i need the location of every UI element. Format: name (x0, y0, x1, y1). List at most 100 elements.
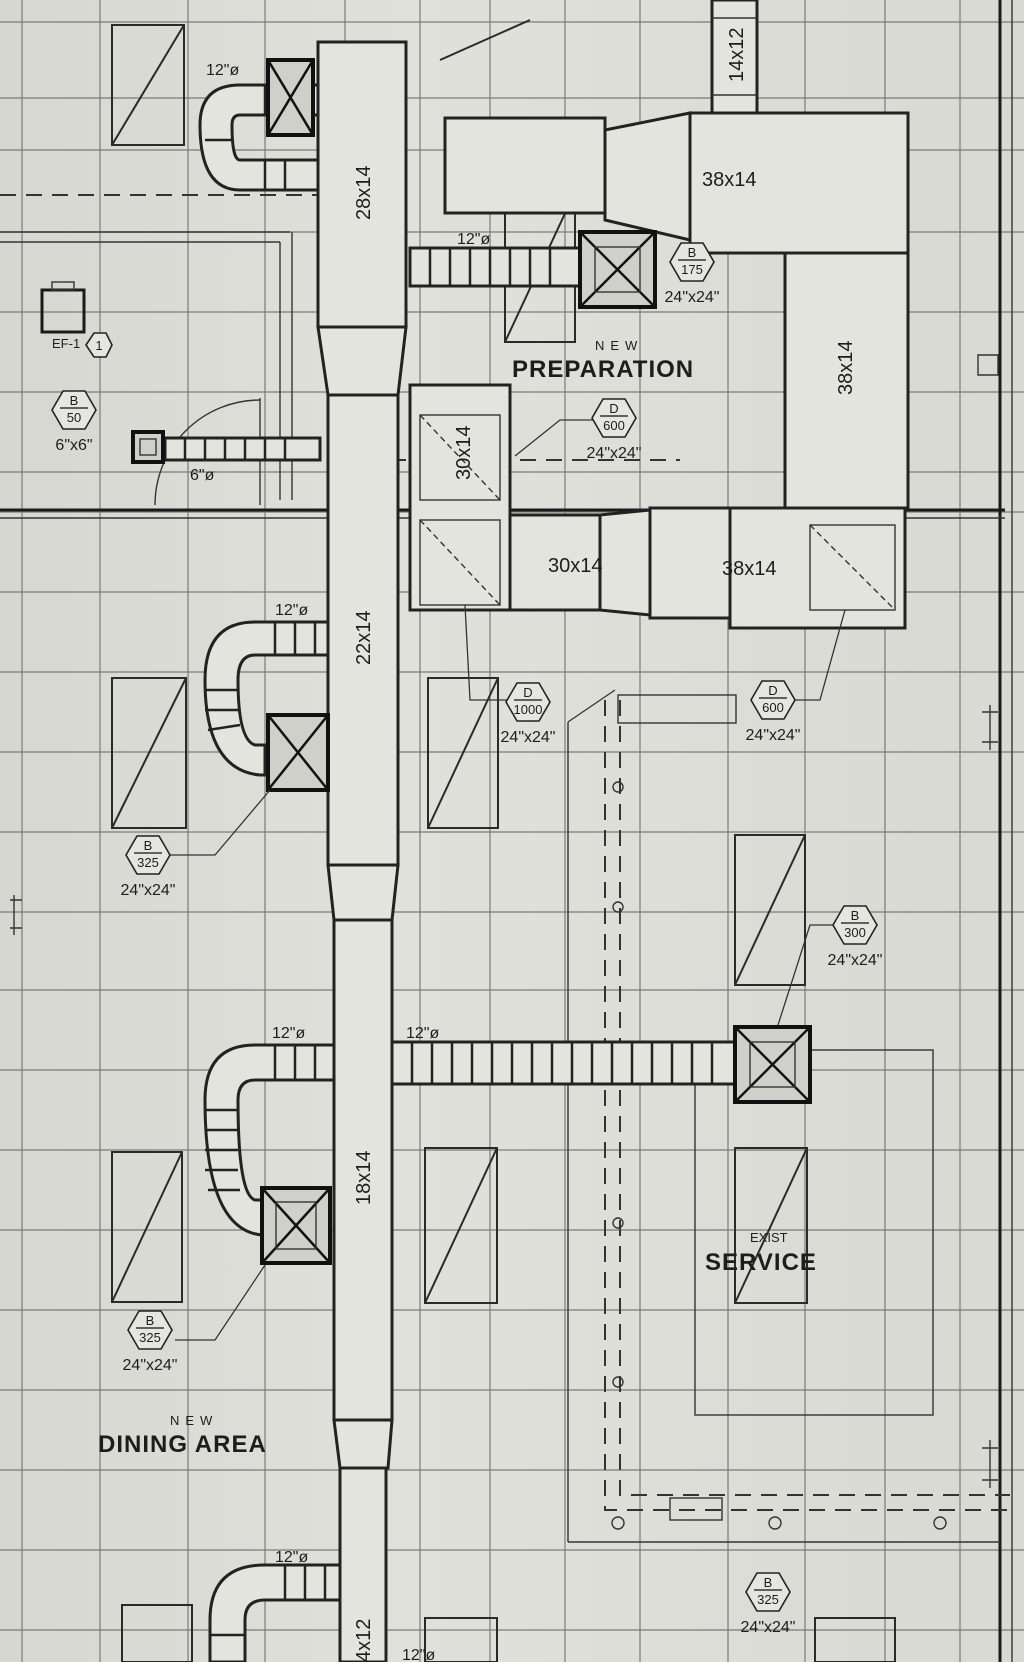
equipment-tag: EF-1 (52, 336, 80, 351)
diffuser-tag: B 50 6"x6" (51, 390, 97, 454)
counter-post (612, 781, 624, 793)
counter-post (611, 1516, 625, 1530)
duct-branch-horizontal (508, 513, 602, 612)
light-fixture (814, 1617, 896, 1662)
tag-cfm: 325 (139, 1330, 161, 1345)
tag-letter: D (609, 401, 618, 416)
room-labels: NEW PREPARATION NEW DINING AREA EXIST SE… (98, 338, 817, 1458)
flex-ducts (163, 83, 739, 1662)
tag-letter: B (851, 908, 860, 923)
wall-device (977, 354, 999, 376)
supply-diffuser (266, 58, 315, 137)
duct-riser-east (783, 251, 910, 510)
thermostat-symbol (982, 1440, 998, 1488)
room-name: DINING AREA (98, 1431, 267, 1458)
flex-size-label: 12"ø (275, 1549, 308, 1566)
tag-size: 24"x24" (121, 882, 176, 899)
flex-duct (163, 436, 322, 462)
diffuser-tag: B 300 24"x24" (828, 905, 883, 969)
counter-post (612, 1376, 624, 1388)
supply-diffuser (266, 713, 330, 792)
equipment-hex (85, 332, 113, 358)
flex-size-label: 12"ø (457, 231, 490, 248)
tag-hexagon (669, 242, 715, 282)
tag-hexagon (505, 682, 551, 722)
duct-trunk-lower (332, 918, 394, 1422)
flex-duct-labels: 12"ø 12"ø 6"ø 12"ø 12"ø 12"ø 12"ø 12"ø (190, 62, 490, 1662)
ceiling-diffusers (40, 58, 896, 1265)
flex-size-label: 12"ø (272, 1025, 305, 1042)
tag-cfm: 325 (137, 855, 159, 870)
flex-size-label: 12"ø (406, 1025, 439, 1042)
tag-hexagon (51, 390, 97, 430)
light-fixture (121, 1604, 193, 1662)
flex-size-label: 12"ø (402, 1647, 435, 1662)
light-fixture (734, 834, 806, 986)
duct-size-labels: 14x12 38x14 28x14 38x14 30x14 30x14 38x1… (353, 28, 857, 1662)
light-fixture (424, 1617, 498, 1662)
light-fixture (427, 677, 499, 829)
tag-letter: B (146, 1313, 155, 1328)
tag-size: 24"x24" (828, 952, 883, 969)
equipment-number: 1 (95, 338, 102, 353)
tag-cfm: 300 (844, 925, 866, 940)
duct-trunk-end (338, 1466, 388, 1662)
duct-main-upper (443, 116, 607, 215)
service-counter (567, 694, 1010, 1543)
duct-size-label: 14x12 (726, 28, 748, 83)
wall-symbols (10, 354, 999, 1488)
light-fixture (424, 1147, 498, 1304)
return-grille (419, 414, 501, 501)
flex-size-label: 12"ø (275, 602, 308, 619)
light-fixture (111, 677, 187, 829)
duct-transition (598, 508, 652, 617)
duct-size-label: 28x14 (353, 166, 375, 221)
duct-branch-vertical (408, 383, 512, 612)
tag-size: 24"x24" (501, 729, 556, 746)
thermostat-symbol (982, 705, 998, 750)
tag-hexagon (125, 835, 171, 875)
tag-cfm: 50 (67, 410, 81, 425)
duct-size-label: 30x14 (453, 426, 475, 481)
tag-cfm: 1000 (514, 702, 543, 717)
tag-letter: B (144, 838, 153, 853)
duct-transition (326, 863, 400, 922)
counter-outline (694, 1049, 934, 1416)
flex-duct (408, 246, 582, 288)
tag-letter: B (70, 393, 79, 408)
duct-branch-horizontal (648, 506, 732, 620)
room-name: SERVICE (705, 1249, 817, 1276)
duct-size-label: 30x14 (548, 555, 603, 577)
counter-dashed-edge (604, 700, 1010, 1511)
duct-trunk-upper (316, 40, 408, 329)
counter-outlet (669, 1497, 723, 1521)
return-grille (419, 519, 501, 606)
tag-hexagon (127, 1310, 173, 1350)
tag-hexagon (745, 1572, 791, 1612)
tag-cfm: 600 (603, 418, 625, 433)
tag-hexagon (591, 398, 637, 438)
exhaust-fan (40, 288, 86, 334)
duct-size-label: 18x14 (353, 1151, 375, 1206)
counter-post (933, 1516, 947, 1530)
duct-size-label: 38x14 (702, 169, 757, 191)
thermostat-symbol (10, 895, 22, 935)
duct-size-label: 38x14 (722, 558, 777, 580)
tag-letter: D (768, 683, 777, 698)
tag-size: 6"x6" (55, 437, 92, 454)
light-fixture (111, 1151, 183, 1303)
flex-duct-elbow (203, 620, 330, 777)
tag-cfm: 325 (757, 1592, 779, 1607)
counter-post (612, 901, 624, 913)
supply-diffuser (733, 1025, 812, 1104)
flex-duct (390, 1040, 739, 1086)
duct-size-label: 4x12 (353, 1619, 375, 1662)
supply-trunk (316, 0, 910, 1662)
